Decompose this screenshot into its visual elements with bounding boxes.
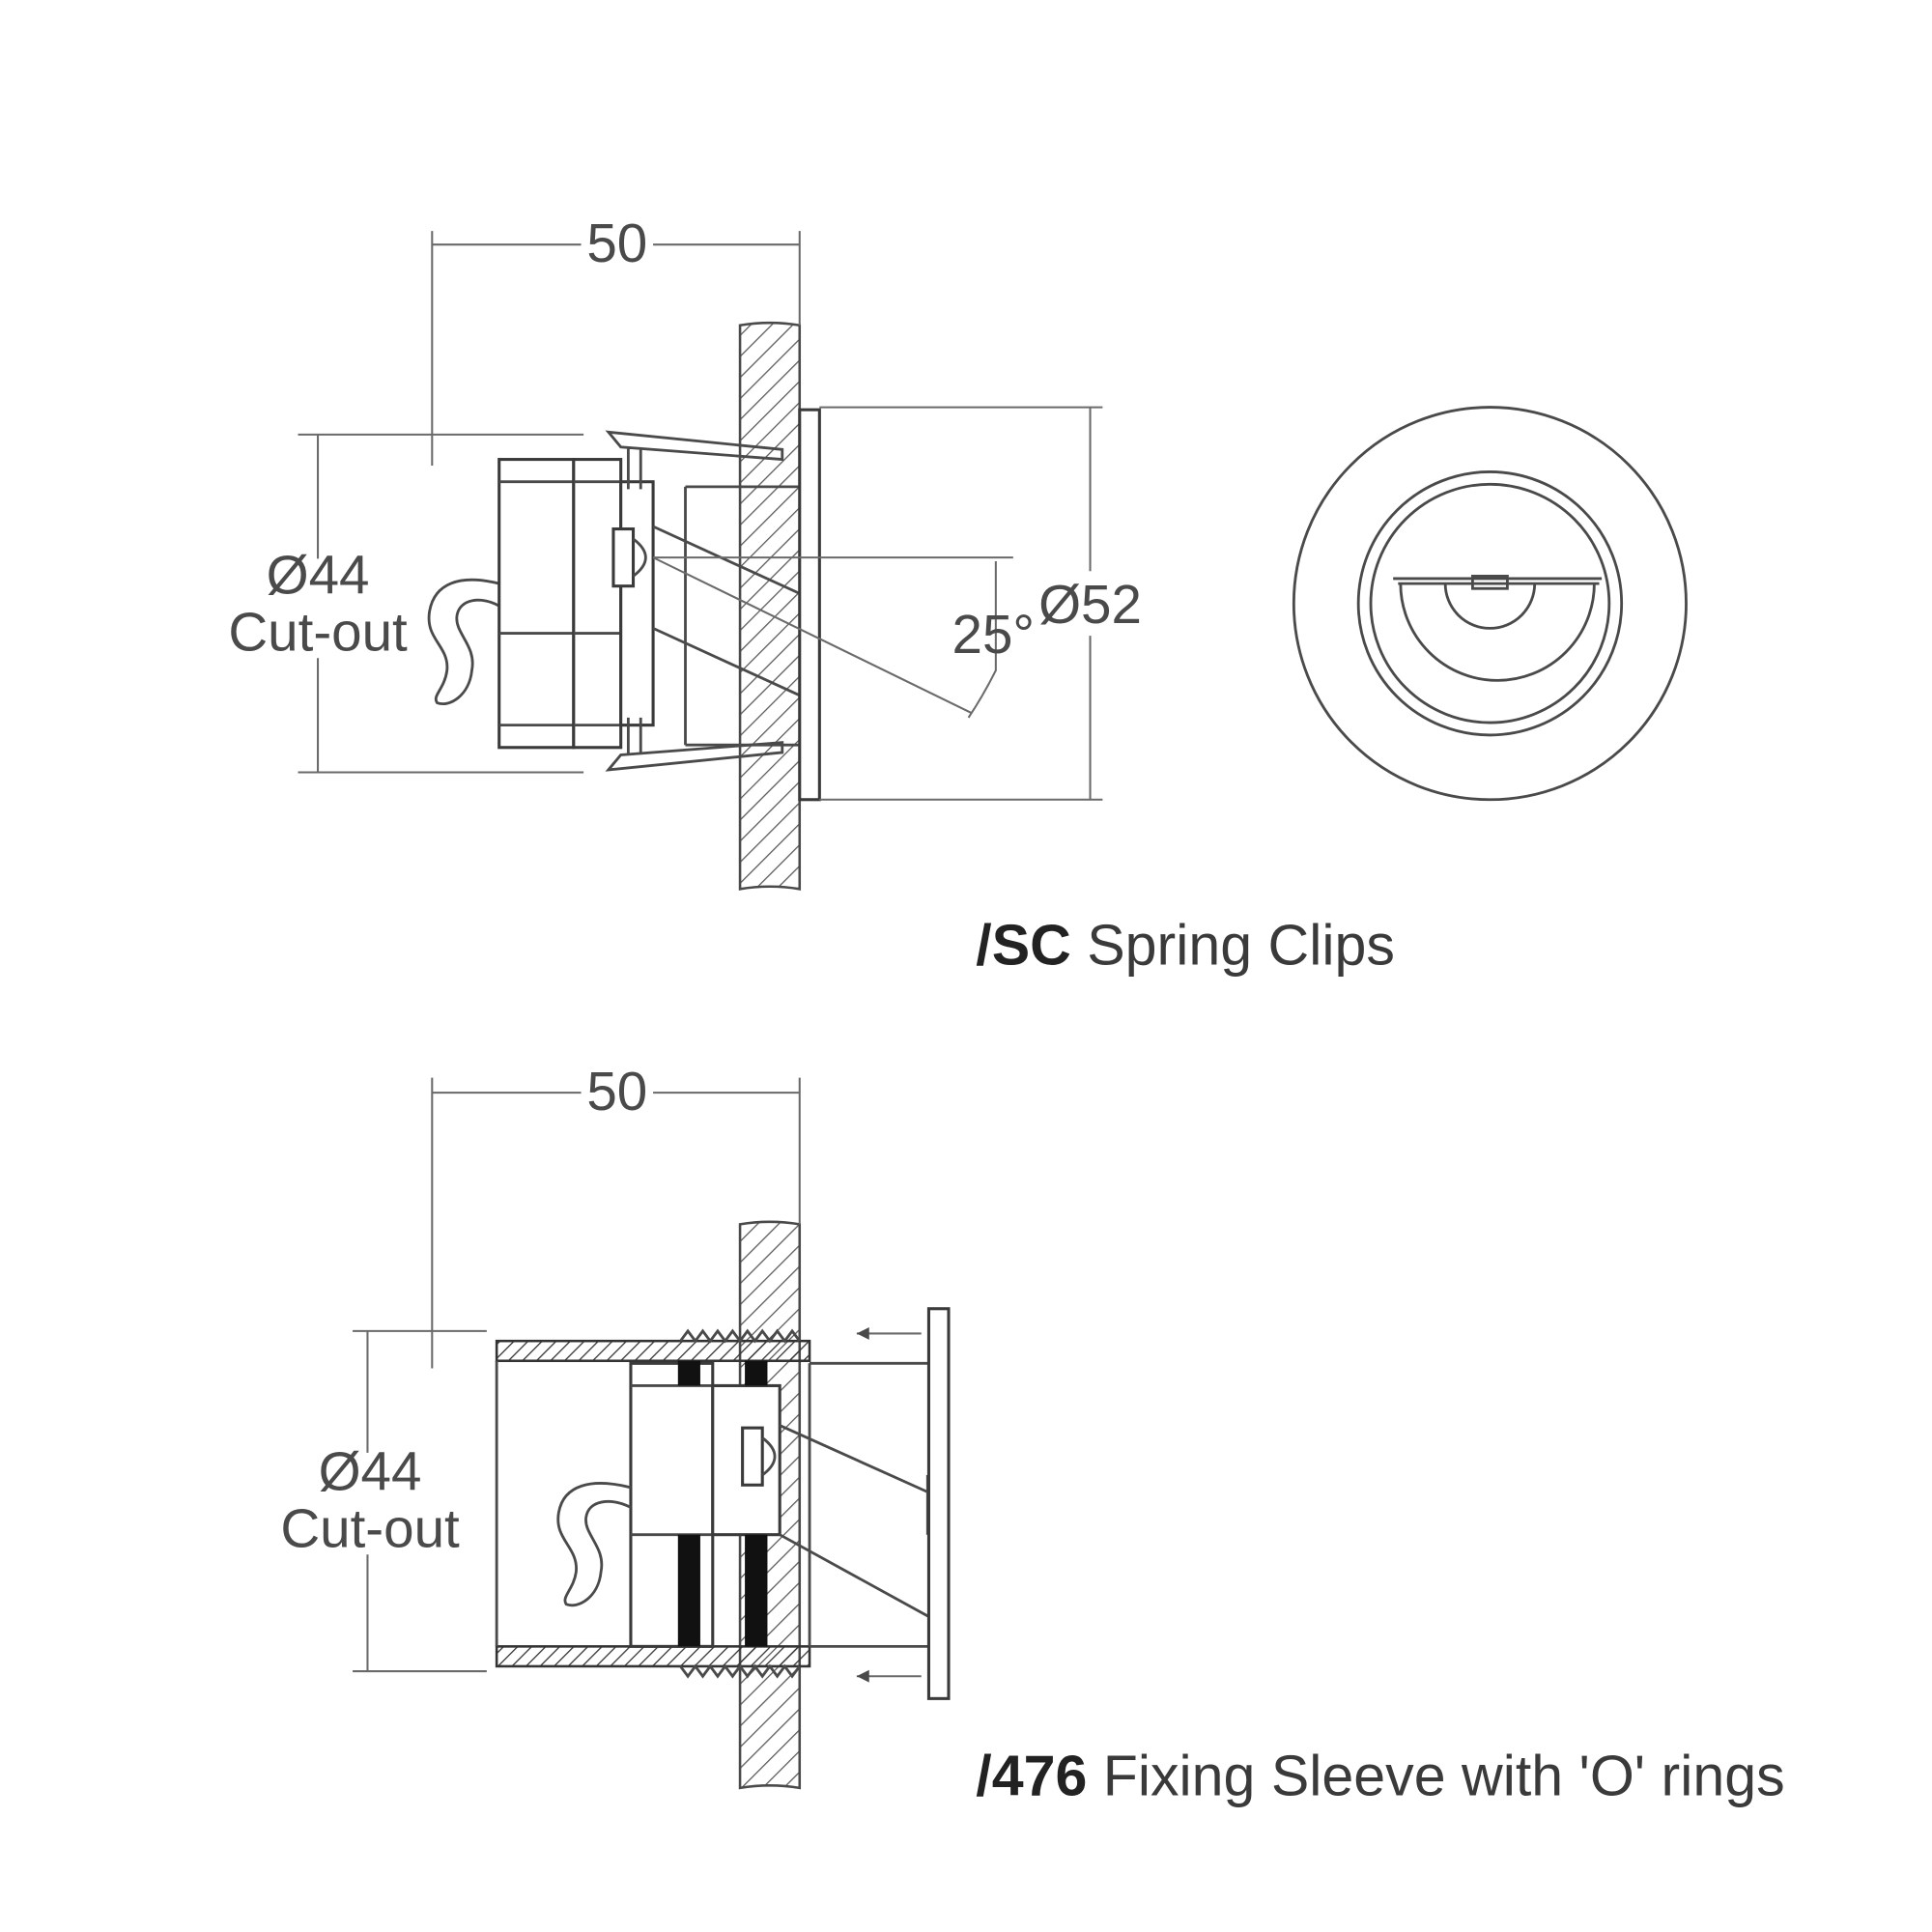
depth-dimension-top: 50 — [586, 213, 647, 273]
fixing-sleeve-side-view: 50 Ø44 Cut-out — [280, 1061, 951, 1790]
sleeve-wall-lower — [495, 1645, 811, 1668]
cable-top — [427, 578, 500, 706]
cable-bottom — [556, 1482, 632, 1607]
led-housing-top — [619, 480, 655, 727]
driver-block-bottom — [629, 1361, 715, 1648]
bezel-top — [798, 408, 821, 802]
spring-clip-upper — [605, 430, 784, 490]
light-channel-top — [652, 485, 801, 747]
cutout-diameter-bottom: Ø44 — [319, 1440, 422, 1501]
beam-angle-label: 25° — [952, 604, 1036, 665]
cutout-label-bottom: Cut-out — [280, 1498, 460, 1559]
bezel-diameter-label: Ø52 — [1038, 574, 1142, 635]
spring-clip-lower — [605, 717, 784, 772]
driver-block-rear — [497, 458, 576, 750]
sleeve-thread-lower — [679, 1663, 801, 1679]
sleeve-thread-upper — [679, 1328, 801, 1344]
sleeve-wall-upper — [495, 1339, 811, 1363]
caption-fixing-sleeve: /476 Fixing Sleeve with 'O' rings — [976, 1744, 1784, 1808]
led-chip-top — [611, 527, 636, 588]
led-chip-bottom — [741, 1426, 764, 1487]
caption-spring-clips: /SC Spring Clips — [976, 913, 1395, 978]
spring-clip-side-view: 50 Ø44 Cut-out 25° — [228, 213, 1142, 891]
front-view — [1292, 406, 1688, 802]
cutout-label-top: Cut-out — [228, 602, 408, 663]
wall-section-top — [738, 321, 802, 891]
light-channel-bottom — [779, 1361, 930, 1648]
cutout-diameter-top: Ø44 — [267, 544, 370, 605]
depth-dimension-bottom: 50 — [586, 1061, 647, 1122]
driver-block-front — [572, 458, 623, 750]
bezel-bottom — [926, 1307, 951, 1700]
